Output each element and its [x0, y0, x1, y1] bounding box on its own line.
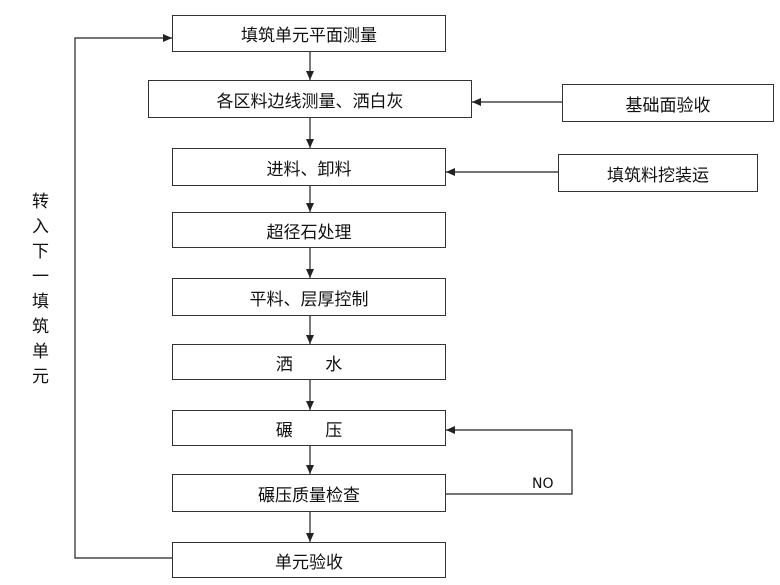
no-label: NO: [532, 476, 554, 492]
step-box-4: 超径石处理: [172, 212, 446, 248]
step-box-6: 洒 水: [172, 344, 446, 380]
arrow-no-loop: [446, 426, 573, 495]
step-box-1: 填筑单元平面测量: [172, 15, 446, 52]
step-box-2: 各区料边线测量、洒白灰: [148, 80, 472, 118]
step-box-7: 碾 压: [172, 410, 446, 446]
arrow-return-loop: [74, 34, 172, 559]
input-box-1: 基础面验收: [562, 84, 774, 122]
step-box-9: 单元验收: [172, 542, 446, 578]
step-box-5: 平料、层厚控制: [172, 278, 446, 316]
step-box-3: 进料、卸料: [172, 148, 446, 186]
input-box-2: 填筑料挖装运: [558, 154, 758, 192]
step-box-8: 碾压质量检查: [172, 474, 446, 512]
return-loop-label: 转入下一填筑单元: [32, 192, 49, 387]
